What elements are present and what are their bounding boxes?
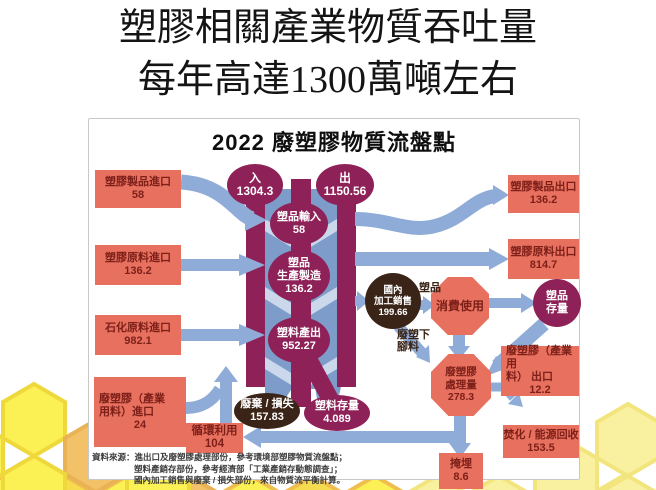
node-waste-loss: 廢棄 / 損失 157.83	[234, 393, 300, 429]
source-note: 資料來源：進出口及廢塑膠處理部份，參考環境部塑膠物質流盤點； 塑料產銷存部份，參…	[92, 452, 484, 487]
node-value: 58	[292, 223, 306, 236]
node-outflow-total: 出 1150.56	[316, 164, 374, 206]
node-value: 136.2	[285, 282, 313, 295]
node-label: 廢塑膠（產業用 料） 出口	[506, 345, 572, 383]
node-label: 入	[248, 171, 261, 185]
node-label: 出	[338, 171, 351, 185]
diagram-panel: 2022 廢塑膠物質流盤點 塑膠製品進口 58 塑膠原料進口 136.2 石化原…	[88, 118, 581, 489]
node-plastic-raw-export: 塑膠原料出口 814.7	[508, 239, 579, 279]
node-value: 157.83	[250, 411, 284, 423]
node-label: 塑膠原料出口	[510, 246, 577, 258]
source-line: 國內加工銷售與廢棄 / 損失部份，來自物質流平衡計算。	[134, 475, 346, 485]
node-value: 136.2	[124, 265, 152, 277]
node-products-input: 塑品輸入 58	[270, 202, 328, 245]
node-label: 廢塑膠（產業 用料）進口	[99, 392, 165, 418]
page-title: 塑膠相關產業物質吞吐量 每年高達1300萬噸左右	[118, 7, 537, 101]
node-label: 塑料產出	[277, 327, 321, 339]
node-recycling: 循環利用 104	[186, 423, 243, 453]
node-value: 12.2	[529, 384, 551, 396]
node-petrochem-import: 石化原料進口 982.1	[95, 315, 181, 355]
node-value: 104	[204, 438, 225, 450]
node-value: 58	[131, 189, 145, 201]
node-label: 廢塑膠 處理量	[445, 366, 477, 391]
flow-label-products: 塑品	[419, 282, 441, 294]
node-value: 199.66	[378, 306, 408, 318]
node-label: 塑品 存量	[546, 290, 568, 315]
node-label: 掩埋	[450, 458, 472, 470]
node-waste-treatment: 廢塑膠 處理量 278.3	[431, 354, 491, 416]
node-plastic-raw-import: 塑膠原料進口 136.2	[95, 245, 181, 285]
node-value: 982.1	[124, 335, 152, 347]
node-resin-stock: 塑料存量 4.089	[304, 395, 370, 431]
node-resin-output: 塑料產出 952.27	[268, 317, 330, 363]
node-value: 1304.3	[236, 184, 274, 198]
node-label: 廢棄 / 損失	[240, 398, 294, 410]
node-value: 4.089	[323, 413, 351, 425]
node-value: 814.7	[529, 259, 558, 271]
source-line: 資料來源：進出口及廢塑膠處理部份，參考環境部塑膠物質流盤點；	[92, 452, 348, 462]
node-label: 塑品輸入	[277, 210, 321, 223]
node-waste-plastic-export: 廢塑膠（產業用 料） 出口 12.2	[501, 345, 579, 396]
node-value: 136.2	[529, 194, 558, 206]
node-value: 8.6	[453, 471, 469, 483]
node-plastic-products-import: 塑膠製品進口 58	[95, 170, 181, 208]
node-label: 焚化 / 能源回收	[503, 428, 579, 441]
node-value: 153.5	[527, 441, 555, 454]
node-value: 278.3	[447, 391, 475, 404]
node-label: 消費使用	[435, 298, 484, 313]
flow-label-scrap: 廢塑下 腳料	[397, 329, 430, 353]
node-label: 循環利用	[191, 425, 238, 437]
node-plastic-products-export: 塑膠製品出口 136.2	[508, 175, 579, 213]
outflow-bar	[337, 177, 356, 387]
node-inflow-total: 入 1304.3	[227, 164, 283, 206]
node-value: 952.27	[282, 340, 316, 352]
node-value: 24	[133, 418, 147, 431]
node-label: 國內 加工銷售	[373, 284, 412, 307]
node-label: 塑膠製品出口	[510, 181, 577, 193]
inflow-bar	[246, 177, 265, 387]
node-domestic-processing: 國內 加工銷售 199.66	[365, 273, 421, 329]
node-value: 1150.56	[323, 184, 367, 198]
node-label: 石化原料進口	[105, 322, 171, 334]
node-production: 塑品 生產製造 136.2	[268, 250, 330, 302]
node-products-stock: 塑品 存量	[533, 279, 581, 327]
node-label: 塑料存量	[315, 400, 359, 412]
node-incineration: 焚化 / 能源回收 153.5	[503, 425, 579, 458]
node-label: 塑膠製品進口	[105, 176, 171, 188]
node-waste-plastic-import: 廢塑膠（產業 用料）進口 24	[94, 377, 186, 447]
source-line: 塑料產銷存部份，參考經濟部「工業產銷存動態調查」；	[134, 463, 343, 474]
node-consumption: 消費使用	[431, 277, 489, 335]
node-label: 塑膠原料進口	[105, 252, 171, 264]
node-landfill: 掩埋 8.6	[439, 453, 483, 489]
diagram-title: 2022 廢塑膠物質流盤點	[211, 130, 457, 155]
node-label: 塑品 生產製造	[277, 256, 321, 282]
